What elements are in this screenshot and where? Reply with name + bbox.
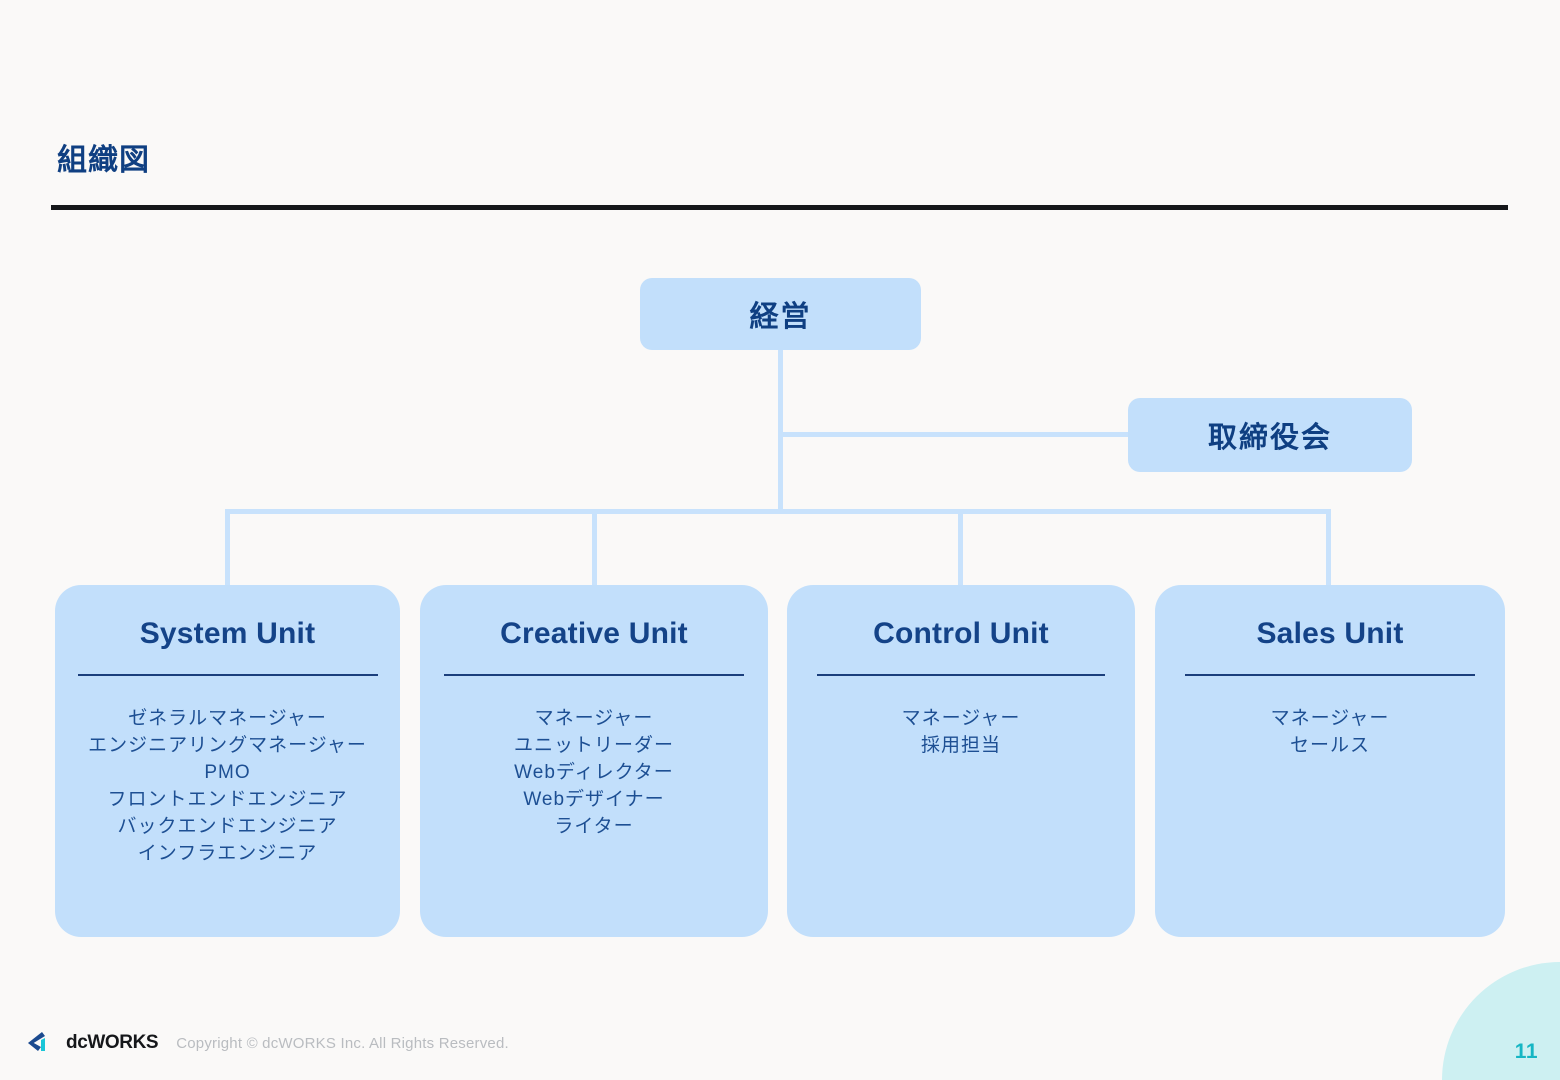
corner-decoration (1442, 962, 1560, 1080)
unit-role-item: マネージャー (901, 708, 1021, 729)
unit-role-item: マネージャー (1270, 708, 1390, 729)
footer: dcWORKS Copyright © dcWORKS Inc. All Rig… (26, 1032, 509, 1054)
connector-board-horizontal (780, 432, 1130, 437)
unit-title: Sales Unit (1256, 617, 1404, 650)
connector-units-bus (225, 509, 1331, 514)
unit-divider (77, 674, 378, 676)
unit-role-list: マネージャーセールス (1173, 706, 1487, 760)
unit-card-sales[interactable]: Sales Unit マネージャーセールス (1155, 585, 1505, 937)
unit-role-list: ゼネラルマネージャーエンジニアリングマネージャー PMO フロントエンドエンジニアバ… (73, 706, 382, 868)
unit-divider (817, 674, 1105, 676)
unit-role-item: ゼネラルマネージャー (128, 708, 327, 729)
unit-title: System Unit (139, 617, 316, 650)
unit-role-item: Webディレクター (514, 761, 674, 783)
unit-role-list: マネージャーユニットリーダー Webディレクター Webデザイナーライター (438, 706, 750, 841)
unit-role-item: フロントエンドエンジニア (107, 788, 348, 810)
copyright-text: Copyright © dcWORKS Inc. All Rights Rese… (176, 1034, 509, 1052)
node-board-label: 取締役会 (1207, 422, 1332, 454)
unit-title: Creative Unit (500, 617, 688, 650)
connector-drop-system (225, 510, 230, 590)
connector-management-vertical (778, 349, 783, 514)
unit-divider (444, 674, 744, 676)
connector-drop-control (958, 510, 963, 590)
unit-role-item: PMO (204, 761, 251, 783)
unit-role-item: バックエンドエンジニア (117, 815, 338, 837)
unit-role-list: マネージャー採用担当 (805, 706, 1117, 760)
unit-role-item: エンジニアリングマネージャー (88, 734, 367, 756)
unit-title: Control Unit (873, 617, 1049, 650)
title-divider (51, 205, 1508, 210)
logo-wordmark: dcWORKS (66, 1032, 159, 1053)
unit-role-item: ライター (554, 815, 634, 837)
connector-drop-creative (592, 510, 597, 590)
unit-role-item: マネージャー (534, 708, 654, 729)
node-management[interactable]: 経営 (640, 278, 921, 350)
unit-divider (1185, 674, 1475, 676)
unit-role-item: ユニットリーダー (513, 734, 674, 756)
dcworks-logo-icon (28, 1032, 45, 1051)
connector-drop-sales (1326, 510, 1331, 590)
unit-role-item: 採用担当 (920, 734, 1001, 756)
node-board-of-directors[interactable]: 取締役会 (1128, 398, 1412, 472)
unit-role-item: セールス (1289, 734, 1370, 756)
unit-card-control[interactable]: Control Unit マネージャー採用担当 (787, 585, 1135, 937)
unit-card-system[interactable]: System Unit ゼネラルマネージャーエンジニアリングマネージャー PMO フ… (55, 585, 400, 937)
unit-card-creative[interactable]: Creative Unit マネージャーユニットリーダー Webディレクター Web… (420, 585, 768, 937)
unit-role-item: インフラエンジニア (137, 842, 318, 864)
node-management-label: 経営 (749, 301, 812, 333)
page-number: 11 (1514, 1040, 1538, 1063)
page-title: 組織図 (57, 144, 150, 177)
unit-role-item: Webデザイナー (523, 788, 665, 810)
